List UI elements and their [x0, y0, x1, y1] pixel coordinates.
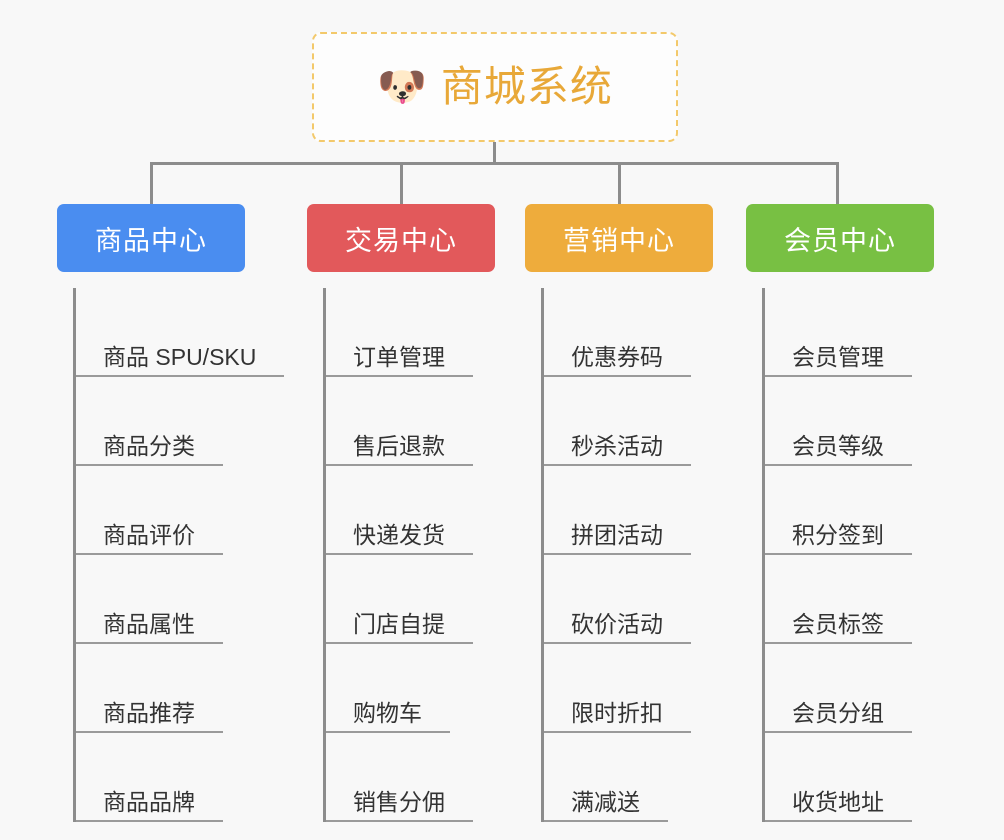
list-item[interactable]: 秒杀活动: [541, 377, 713, 466]
list-item-label: 砍价活动: [544, 611, 691, 644]
list-item-label: 销售分佣: [326, 789, 473, 822]
list-item[interactable]: 快递发货: [323, 466, 495, 555]
leaf-list-1: 商品 SPU/SKU 商品分类 商品评价 商品属性 商品推荐 商品品牌: [73, 288, 285, 822]
list-item-label: 拼团活动: [544, 522, 691, 555]
root-node[interactable]: 🐶 商城系统: [312, 32, 678, 142]
list-item[interactable]: 会员等级: [762, 377, 934, 466]
list-item[interactable]: 会员管理: [762, 288, 934, 377]
list-item-label: 会员等级: [765, 433, 912, 466]
leaf-spine-connector-4: [762, 288, 765, 822]
category-header-4[interactable]: 会员中心: [746, 204, 934, 272]
branch-connector-3: [618, 162, 621, 206]
horizontal-bus-connector: [150, 162, 839, 165]
branch-connector-2: [400, 162, 403, 206]
list-item[interactable]: 商品推荐: [73, 644, 245, 733]
list-item[interactable]: 门店自提: [323, 555, 495, 644]
list-item[interactable]: 砍价活动: [541, 555, 713, 644]
list-item[interactable]: 收货地址: [762, 733, 934, 822]
list-item-label: 门店自提: [326, 611, 473, 644]
list-item[interactable]: 积分签到: [762, 466, 934, 555]
list-item[interactable]: 购物车: [323, 644, 495, 733]
root-stem-connector: [493, 142, 496, 164]
leaf-list-3: 优惠券码 秒杀活动 拼团活动 砍价活动 限时折扣 满减送: [541, 288, 713, 822]
list-item-label: 满减送: [544, 789, 668, 822]
list-item-label: 商品 SPU/SKU: [76, 344, 285, 377]
category-header-3[interactable]: 营销中心: [525, 204, 713, 272]
list-item[interactable]: 订单管理: [323, 288, 495, 377]
list-item-label: 购物车: [326, 700, 450, 733]
category-column-1: 商品中心 商品 SPU/SKU 商品分类 商品评价 商品属性 商品推荐 商品品牌: [57, 204, 285, 822]
list-item-label: 会员标签: [765, 611, 912, 644]
leaf-list-4: 会员管理 会员等级 积分签到 会员标签 会员分组 收货地址: [762, 288, 934, 822]
list-item[interactable]: 会员分组: [762, 644, 934, 733]
shiba-dog-face-icon: 🐶: [377, 65, 427, 109]
list-item-label: 售后退款: [326, 433, 473, 466]
list-item[interactable]: 商品评价: [73, 466, 245, 555]
list-item-label: 优惠券码: [544, 344, 691, 377]
leaf-list-2: 订单管理 售后退款 快递发货 门店自提 购物车 销售分佣: [323, 288, 495, 822]
category-header-2[interactable]: 交易中心: [307, 204, 495, 272]
root-title: 商城系统: [440, 63, 613, 110]
list-item[interactable]: 满减送: [541, 733, 713, 822]
list-item[interactable]: 商品属性: [73, 555, 245, 644]
list-item[interactable]: 售后退款: [323, 377, 495, 466]
list-item-label: 订单管理: [326, 344, 473, 377]
list-item[interactable]: 销售分佣: [323, 733, 495, 822]
list-item-label: 秒杀活动: [544, 433, 691, 466]
list-item-label: 商品品牌: [76, 789, 223, 822]
category-header-1[interactable]: 商品中心: [57, 204, 245, 272]
list-item-label: 会员管理: [765, 344, 912, 377]
list-item-label: 积分签到: [765, 522, 912, 555]
list-item-label: 收货地址: [765, 789, 912, 822]
leaf-spine-connector-1: [73, 288, 76, 822]
list-item-label: 商品评价: [76, 522, 223, 555]
list-item[interactable]: 商品分类: [73, 377, 245, 466]
category-column-2: 交易中心 订单管理 售后退款 快递发货 门店自提 购物车 销售分佣: [307, 204, 495, 822]
list-item-label: 快递发货: [326, 522, 473, 555]
list-item-label: 限时折扣: [544, 700, 691, 733]
list-item-label: 商品分类: [76, 433, 223, 466]
branch-connector-1: [150, 162, 153, 206]
list-item[interactable]: 商品 SPU/SKU: [73, 288, 285, 377]
list-item-label: 商品属性: [76, 611, 223, 644]
list-item-label: 会员分组: [765, 700, 912, 733]
branch-connector-4: [836, 162, 839, 206]
list-item-label: 商品推荐: [76, 700, 223, 733]
list-item[interactable]: 优惠券码: [541, 288, 713, 377]
list-item[interactable]: 限时折扣: [541, 644, 713, 733]
list-item[interactable]: 商品品牌: [73, 733, 245, 822]
list-item[interactable]: 拼团活动: [541, 466, 713, 555]
list-item[interactable]: 会员标签: [762, 555, 934, 644]
leaf-spine-connector-2: [323, 288, 326, 822]
leaf-spine-connector-3: [541, 288, 544, 822]
category-column-4: 会员中心 会员管理 会员等级 积分签到 会员标签 会员分组 收货地址: [746, 204, 934, 822]
category-column-3: 营销中心 优惠券码 秒杀活动 拼团活动 砍价活动 限时折扣 满减送: [525, 204, 713, 822]
